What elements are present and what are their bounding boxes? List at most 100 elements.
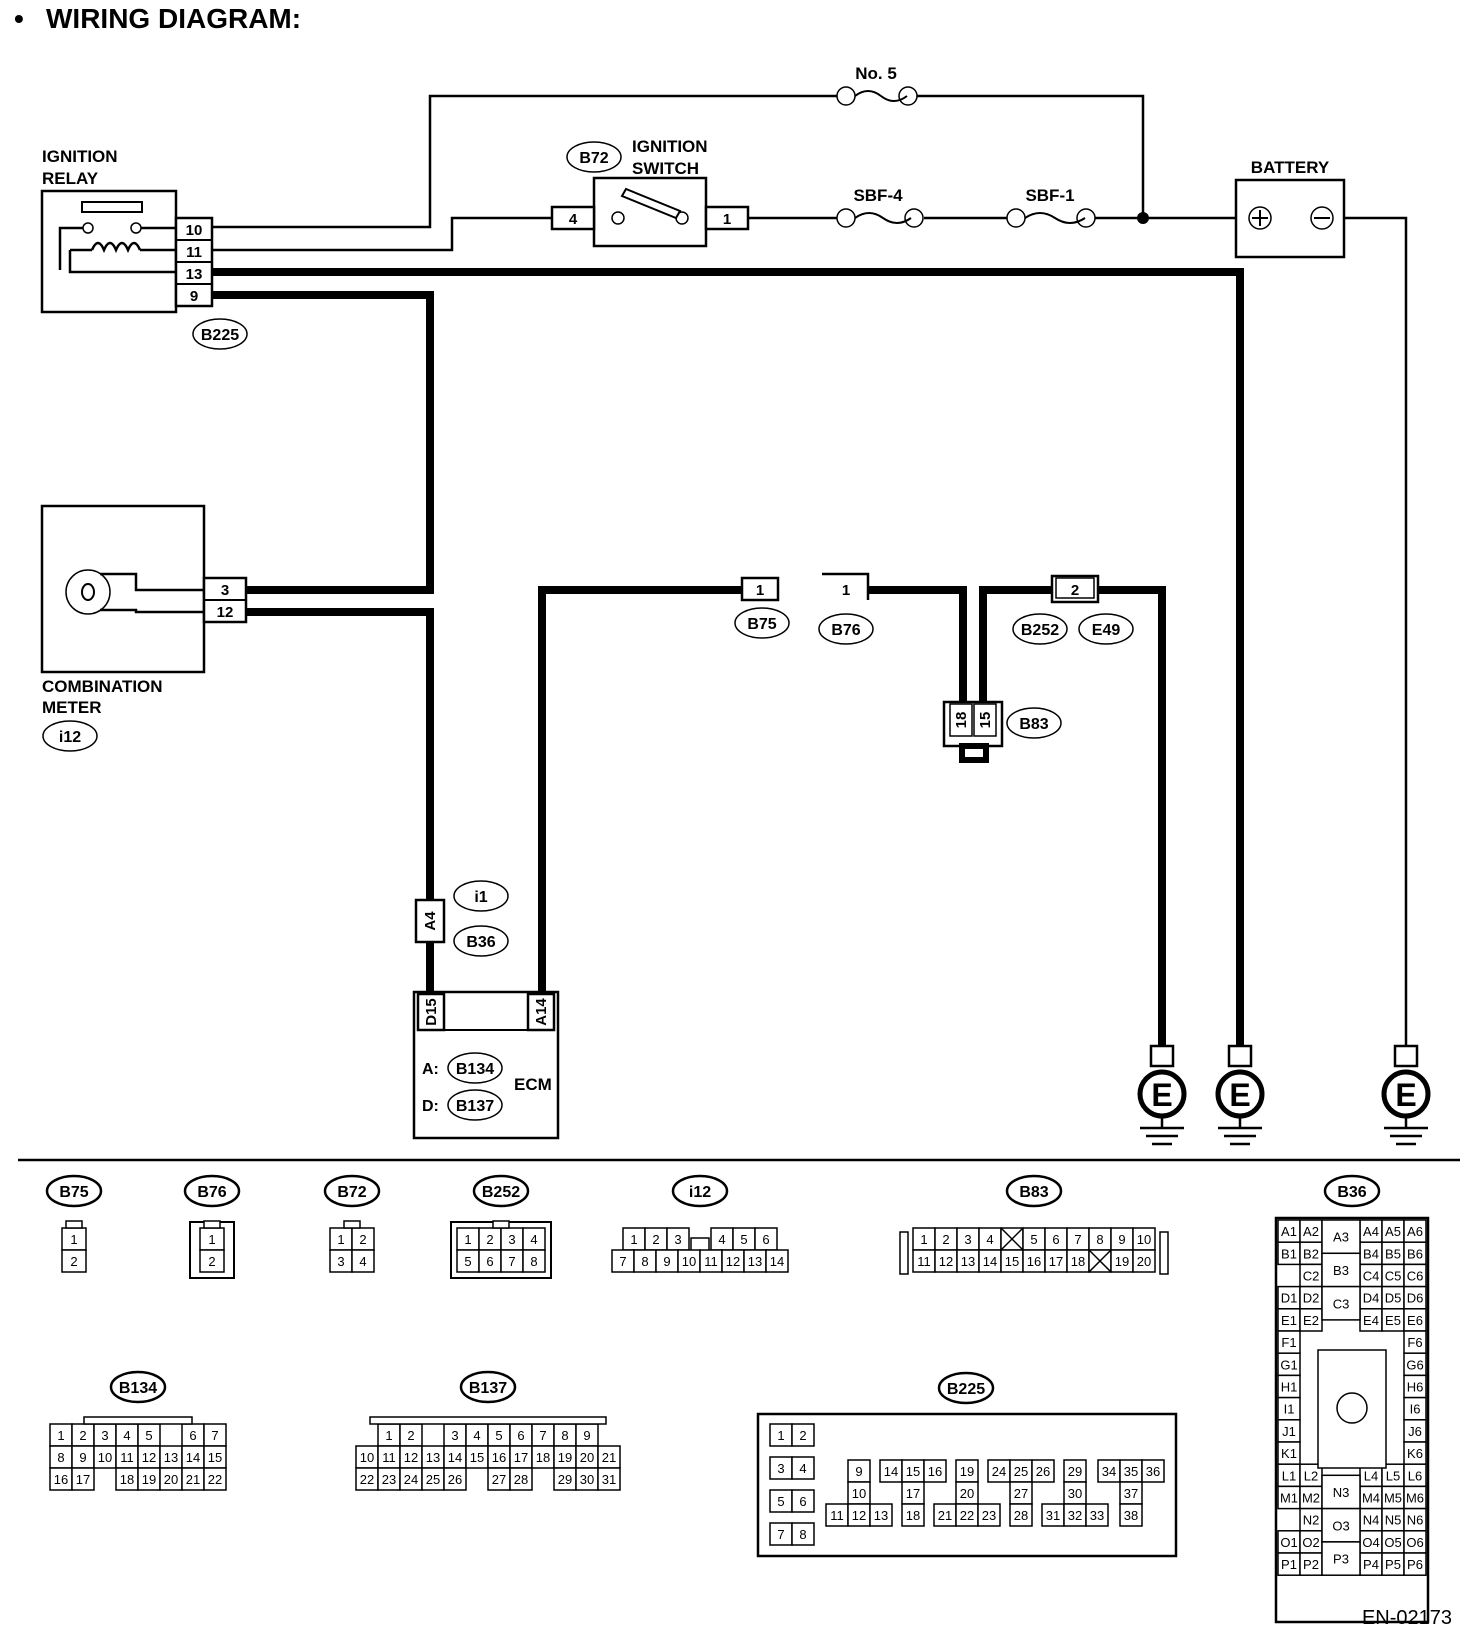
ignition-switch: 4 1 B72 IGNITION SWITCH — [550, 137, 750, 248]
relay-coil-icon — [90, 241, 142, 254]
ignition-relay: 10 11 13 9 IGNITION RELAY B225 — [40, 147, 248, 350]
ecm-pin-a14-box — [526, 992, 556, 1032]
connector-tag-i1 — [453, 880, 509, 912]
connector-pin-number: 3 — [674, 1232, 681, 1247]
connector-pin-number: B6 — [1407, 1246, 1423, 1261]
ecm-conn-a-prefix: A: — [422, 1061, 439, 1078]
connector-pin-number: 8 — [641, 1254, 648, 1269]
connector-tag-i12 — [42, 720, 98, 752]
connector-pin-number: L6 — [1408, 1468, 1422, 1483]
b252-connector-id: B252 — [1021, 622, 1059, 639]
meter-connector-id: i12 — [59, 729, 81, 746]
connector-view-tag — [937, 1371, 995, 1405]
connector-pin-number: E6 — [1407, 1313, 1423, 1328]
ecm-label: ECM — [514, 1075, 552, 1094]
wire-ecmA14-b75 — [538, 586, 742, 994]
connector-pin-cell — [522, 1249, 546, 1273]
battery: BATTERY — [1234, 158, 1346, 259]
connector-pin-number: 10 — [360, 1450, 374, 1465]
connector-pin-number: 1 — [57, 1428, 64, 1443]
connector-pin-number: 12 — [404, 1450, 418, 1465]
battery-label: BATTERY — [1251, 158, 1330, 177]
connector-pin-cell — [71, 1467, 95, 1491]
connector-pin-number: E5 — [1385, 1313, 1401, 1328]
connector-pin-number: 5 — [1030, 1232, 1037, 1247]
connector-pin-number: 2 — [486, 1232, 493, 1247]
connector-pin-number: 10 — [98, 1450, 112, 1465]
b83-pin-15: 15 — [977, 712, 994, 729]
connector-pin-number: 2 — [652, 1232, 659, 1247]
connector-view-label: B72 — [337, 1184, 366, 1201]
connector-pin-number: 6 — [517, 1428, 524, 1443]
connector-view-label: B252 — [482, 1184, 520, 1201]
ignition-relay-label-2: RELAY — [42, 169, 99, 188]
connector-tag-b134 — [447, 1052, 503, 1084]
connector-pin-number: 2 — [942, 1232, 949, 1247]
junction-dot — [1137, 212, 1149, 224]
combination-meter: 3 12 COMBINATION METER i12 — [40, 504, 248, 752]
connector-pin-number: L4 — [1364, 1468, 1378, 1483]
connector-pin-number: 16 — [928, 1464, 942, 1479]
connector-pin-number: 22 — [360, 1472, 374, 1487]
ground-label: E — [1395, 1077, 1416, 1113]
wire-b76-b83 — [868, 586, 967, 712]
connector-pin-number: 15 — [208, 1450, 222, 1465]
connector-pin-number: 14 — [770, 1254, 784, 1269]
joint-i1-body — [414, 898, 446, 944]
connector-pin-cell — [1321, 1541, 1361, 1576]
connector-pin-number: A1 — [1281, 1224, 1297, 1239]
connector-pin-number: O1 — [1280, 1535, 1297, 1550]
connector-tag-b252 — [1012, 613, 1068, 645]
wire-battery-ground — [1344, 216, 1408, 1046]
connector-pin-number: 6 — [189, 1428, 196, 1443]
wire-meter12-ecm — [246, 608, 434, 902]
connector-pin-number: G6 — [1406, 1357, 1423, 1372]
connector-pin-number: 14 — [448, 1450, 462, 1465]
connector-pin-number: B4 — [1363, 1246, 1379, 1261]
connector-pin-number: 5 — [145, 1428, 152, 1443]
relay-contact-bar — [81, 201, 143, 213]
connector-pin-number: B3 — [1333, 1263, 1349, 1278]
connector-pin-number: M1 — [1280, 1491, 1298, 1506]
connector-pin-number: 13 — [426, 1450, 440, 1465]
connector-pin-number: 8 — [1096, 1232, 1103, 1247]
connector-pin-number: A3 — [1333, 1230, 1349, 1245]
connector-pin-number: A4 — [1363, 1224, 1379, 1239]
connector-pin-number: 15 — [470, 1450, 484, 1465]
connector-pin-number: 19 — [960, 1464, 974, 1479]
connector-pin-number: 18 — [1071, 1254, 1085, 1269]
connector-pin-number: 22 — [960, 1508, 974, 1523]
connector-view-tag — [459, 1370, 517, 1404]
b252-pin: 2 — [1071, 582, 1079, 599]
connector-pin-number: 2 — [70, 1254, 77, 1269]
connector-pin-number: F6 — [1407, 1335, 1422, 1350]
connector-pin-number: G1 — [1280, 1357, 1297, 1372]
fuse-sbf4-label: SBF-4 — [853, 186, 903, 205]
connector-pin-number: 4 — [123, 1428, 130, 1443]
connector-tag-b76 — [818, 613, 874, 645]
connector-tag-b72 — [566, 141, 622, 173]
ecm-pin-a14: A14 — [533, 998, 550, 1026]
connector-pin-number: 30 — [1068, 1486, 1082, 1501]
connector-pin-number: 13 — [748, 1254, 762, 1269]
connector-tag-b75 — [734, 607, 790, 639]
connector-pin-number: 25 — [426, 1472, 440, 1487]
connector-pin-number: 21 — [938, 1508, 952, 1523]
connector-pin-number: 4 — [986, 1232, 993, 1247]
connector-pin-cell — [597, 1467, 621, 1491]
connector-pin-number: O4 — [1362, 1535, 1379, 1550]
connector-pin-cell — [199, 1249, 225, 1273]
connector-pin-number: 16 — [492, 1450, 506, 1465]
switch-connector-id: B72 — [579, 150, 608, 167]
connector-pin-number: C6 — [1407, 1269, 1424, 1284]
connector-pin-number: 9 — [79, 1450, 86, 1465]
connector-pin-number: O3 — [1332, 1518, 1349, 1533]
